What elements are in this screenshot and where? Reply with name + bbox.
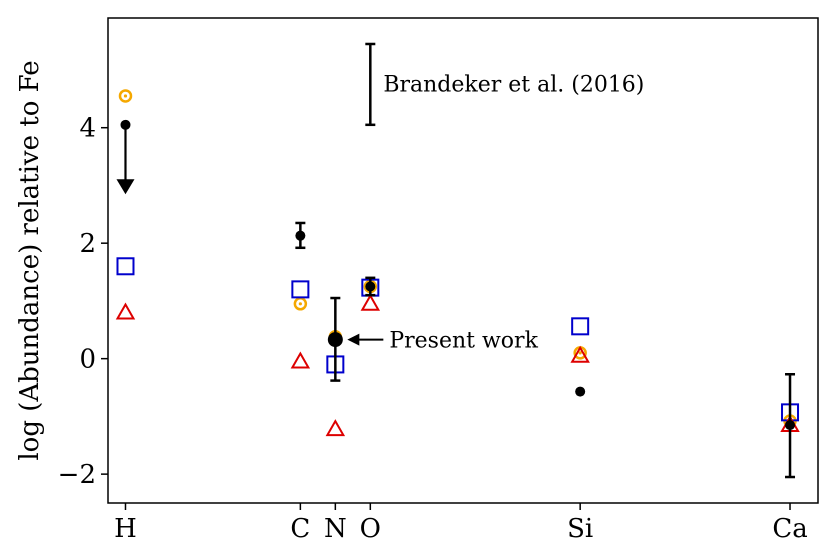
present-work-label: Present work [389, 329, 538, 354]
black-dot-marker [120, 119, 131, 130]
present-work-arrowhead [347, 333, 360, 346]
y-tick-label: −2 [58, 460, 96, 490]
black-dot-marker [295, 230, 306, 241]
red-triangle-marker [290, 351, 311, 369]
black-dot-marker [785, 420, 796, 431]
blue-square-marker [571, 317, 590, 336]
red-triangle-marker [360, 293, 381, 311]
x-tick-label: O [360, 514, 381, 544]
x-tick-label: Si [567, 514, 593, 544]
x-tick-label: N [324, 514, 347, 544]
red-triangle-marker [115, 302, 136, 320]
red-triangle-marker [570, 345, 590, 363]
orange-ring-center [123, 94, 128, 98]
brandeker-label: Brandeker et al. (2016) [383, 72, 644, 97]
black-dot-marker [575, 386, 586, 397]
y-tick-label: 0 [79, 345, 96, 375]
orange-ring-marker [118, 89, 133, 103]
present-work-marker [327, 332, 343, 348]
blue-square-marker [291, 280, 310, 299]
blue-square-marker [116, 257, 135, 276]
red-triangle-marker [325, 419, 346, 437]
orange-ring-center [578, 351, 582, 355]
upper-limit-arrowhead [116, 179, 135, 195]
orange-ring-center [298, 302, 302, 306]
x-tick-label: C [290, 514, 310, 544]
black-dot-marker [365, 281, 376, 292]
y-axis-label: log (Abundance) relative to Fe [15, 60, 45, 460]
y-tick-label: 4 [79, 114, 96, 144]
x-tick-label: H [114, 514, 137, 544]
x-tick-label: Ca [772, 514, 807, 544]
plot-frame [107, 17, 819, 504]
y-tick-label: 2 [79, 229, 96, 259]
